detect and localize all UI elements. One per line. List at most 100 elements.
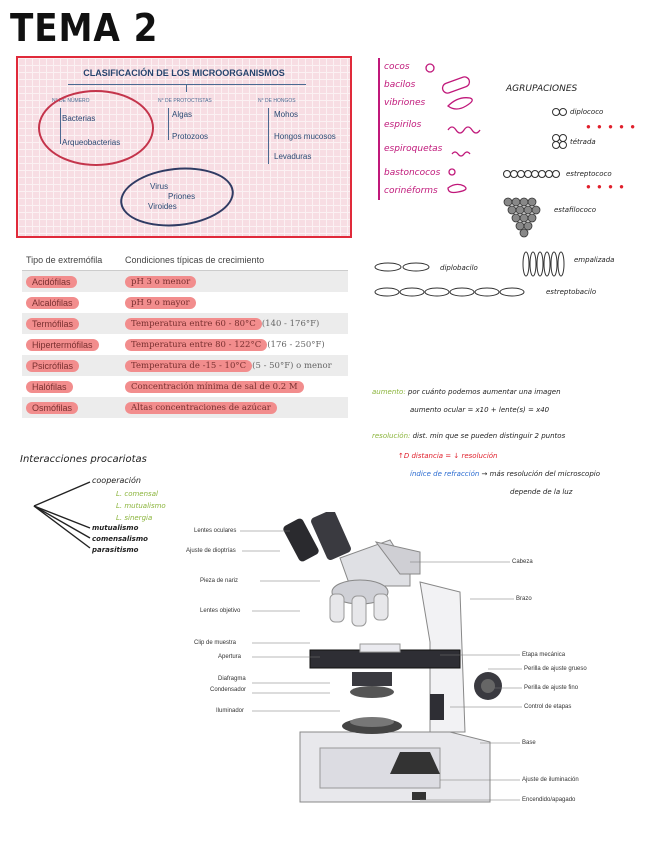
cell-type: Hipertermófilas [26,338,99,351]
label-cabeza: Cabeza [512,559,533,565]
cell-type: Termófilas [26,317,80,330]
interaction-item: L. mutualismo [116,502,166,510]
label-perilla-fino: Perilla de ajuste fino [524,685,579,691]
cell-cond: Concentración mínima de sal de 0.2 M [125,381,304,393]
item-mohos: Mohos [274,110,299,119]
cell-cond: pH 3 o menor [125,276,197,288]
cell-cond: Altas concentraciones de azúcar [125,402,277,414]
table-row: Halófilas Concentración mínima de sal de … [22,376,348,397]
shapes-bracket [378,58,380,200]
label-pieza-nariz: Pieza de nariz [200,578,239,584]
note-line-6: depende de la luz [510,488,573,496]
interaction-item: L. sinergia [116,514,153,522]
grouping-label: tétrada [570,138,596,146]
cell-type: Psicrófilas [26,359,80,372]
interaction-item: L. comensal [116,490,158,498]
item-viroides: Viroides [148,202,177,211]
palisade-icon [522,251,565,277]
grouping-label: diplococo [570,108,604,116]
label-leader-lines [240,530,522,801]
cell-type: Osmófilas [26,401,79,414]
note-line-4: ↑D distancia = ↓ resolución [398,452,498,460]
microscope-icon [283,512,502,803]
table-row: Acidófilas pH 3 o menor [22,271,348,292]
label-iluminador: Iluminador [216,708,245,714]
page-title: TEMA 2 [10,6,159,50]
shape-label: bastoncocos [384,168,441,178]
extremophile-table: Tipo de extremófila Condiciones típicas … [22,250,348,418]
bacteria-shapes-icon [425,63,481,194]
label-encendido: Encendido/apagado [522,797,576,803]
table-row: Psicrófilas Temperatura de -15 - 10°C(5 -… [22,355,348,376]
label-condensador: Condensador [210,687,247,693]
item-levaduras: Levaduras [274,152,312,161]
note-line-1: aumento: por cuánto podemos aumentar una… [372,388,561,396]
cell-cond: Temperatura de -15 - 10°C [125,360,253,372]
cell-extra: (140 - 176°F) [261,319,320,329]
cell-cond: pH 9 o mayor [125,297,196,309]
col3-head: N° DE HONGOS [258,98,296,104]
label-perilla-gruesa: Perilla de ajuste grueso [524,666,587,672]
staphylococcus-icon [503,197,541,238]
interaction-item: comensalismo [92,535,148,543]
cell-cond: Temperatura entre 80 - 122°C [125,339,268,351]
label-etapa-mecanica: Etapa mecánica [522,652,566,658]
header-conditions: Condiciones típicas de crecimiento [125,255,265,265]
label-base: Base [522,740,536,746]
cell-extra: (5 - 50°F) o menor [252,361,332,371]
label-apertura: Apertura [218,654,242,660]
shape-label: cocos [384,62,410,72]
interactions-branches-icon [33,481,91,549]
cell-type: Halófilas [26,380,73,393]
grouping-label: empalizada [574,256,615,264]
cell-extra: (176 - 250°F) [267,340,325,350]
classification-title: CLASIFICACIÓN DE LOS MICROORGANISMOS [83,68,285,78]
label-ajuste-iluminacion: Ajuste de iluminación [522,777,579,783]
highlight-ellipse-red [38,90,154,166]
streptobacillus-icon [374,287,525,297]
interactions-title: Interacciones procariotas [20,454,147,465]
label-clip-muestra: Clip de muestra [194,640,237,646]
label-lentes-objetivo: Lentes objetivo [200,608,241,614]
groupings-title: AGRUPACIONES [506,84,578,94]
note-line-5: índice de refracción → más resolución de… [410,470,600,478]
col2-head: N° DE PROTOCTISTAS [158,98,212,104]
label-brazo: Brazo [516,596,532,602]
shape-label: corinéforms [384,186,438,196]
grouping-label: estreptobacilo [546,288,597,296]
streptococcus-icon [502,169,561,179]
table-row: Osmófilas Altas concentraciones de azúcar [22,397,348,418]
item-hongos-mucosos: Hongos mucosos [274,132,336,141]
table-header: Tipo de extremófila Condiciones típicas … [22,250,348,271]
interaction-item: mutualismo [92,524,139,532]
red-dots: ● ● ● ● ● [586,122,638,131]
label-control-etapas: Control de etapas [524,704,572,710]
label-diafragma: Diafragma [218,676,246,682]
interaction-item: parasitismo [92,546,139,554]
interaction-item: cooperación [92,476,141,485]
shape-label: vibriones [384,98,426,108]
table-row: Alcalófilas pH 9 o mayor [22,292,348,313]
diplobacillus-icon [374,262,430,272]
shape-label: espirilos [384,120,422,130]
shape-label: bacilos [384,80,416,90]
item-protozoos: Protozoos [172,132,209,141]
cell-type: Acidófilas [26,275,77,288]
item-priones: Priones [168,192,196,201]
cell-cond: Temperatura entre 60 - 80°C [125,318,262,330]
label-ajuste-dioptrias: Ajuste de dioptrías [186,548,236,554]
cell-type: Alcalófilas [26,296,79,309]
classification-panel: CLASIFICACIÓN DE LOS MICROORGANISMOS N° … [16,56,352,238]
table-row: Termófilas Temperatura entre 60 - 80°C(14… [22,313,348,334]
shape-label: espiroquetas [384,144,443,154]
item-virus: Virus [150,182,169,191]
red-dots: ● ● ● ● [586,182,626,191]
grouping-label: estafilococo [554,206,596,214]
label-lentes-oculares: Lentes oculares [194,528,237,534]
item-algas: Algas [172,110,193,119]
header-type: Tipo de extremófila [26,255,103,265]
note-line-2: aumento ocular = x10 + lente(s) = x40 [410,406,550,414]
table-row: Hipertermófilas Temperatura entre 80 - 12… [22,334,348,355]
grouping-label: estreptococo [566,170,612,178]
note-line-3: resolución: dist. min que se pueden dist… [372,432,566,440]
